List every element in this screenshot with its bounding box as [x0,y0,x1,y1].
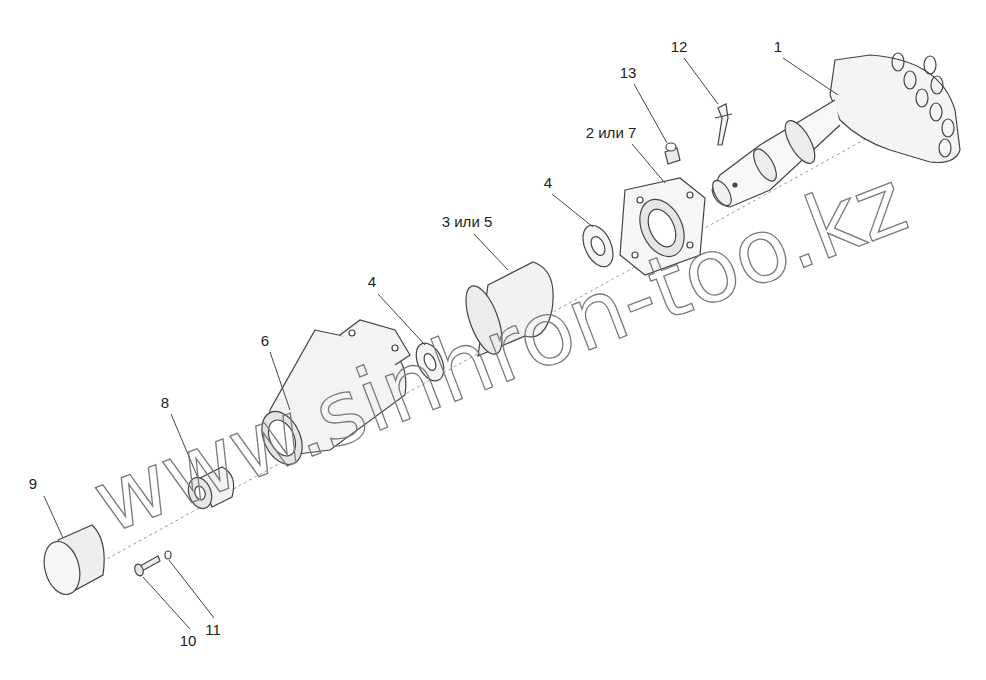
callout-number: 4 [368,274,376,291]
callout-number: 3 или 5 [442,214,493,231]
callout-number: 10 [180,633,197,650]
callout-number: 13 [620,65,637,82]
callout-number: 9 [29,476,37,493]
callout-number: 8 [161,395,169,412]
callout-number: 6 [261,333,269,350]
callout-number: 4 [544,175,552,192]
callout-number: 1 [774,39,782,56]
callout-number: 12 [671,39,688,56]
callout-number: 2 или 7 [586,125,637,142]
callout-number: 11 [205,622,221,639]
watermark: www.sinhron-too.kz [83,157,917,547]
